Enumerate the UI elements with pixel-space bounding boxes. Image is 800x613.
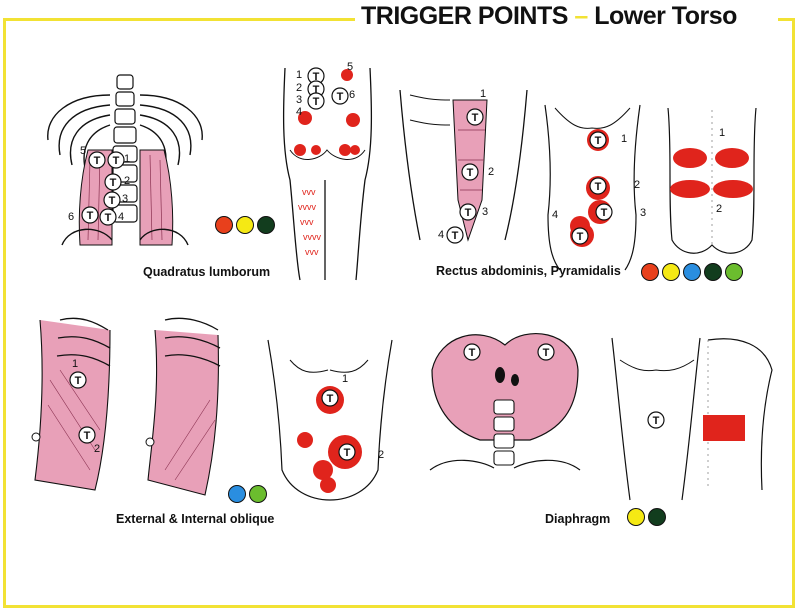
svg-text:1: 1: [719, 127, 725, 139]
svg-text:vvv: vvv: [300, 217, 314, 227]
oblique-color-dot-2: [249, 485, 267, 503]
rectus-color-dot-2: [662, 263, 680, 281]
rectus-muscle-illustration: 1 2 3 4: [399, 88, 528, 244]
svg-text:6: 6: [349, 89, 355, 101]
title-sub: Lower Torso: [594, 2, 737, 30]
svg-text:4: 4: [552, 209, 558, 221]
svg-text:vvvv: vvvv: [298, 202, 317, 212]
rectus-color-dots: [641, 263, 743, 281]
svg-text:5: 5: [347, 61, 353, 73]
rectus-color-dot-4: [704, 263, 722, 281]
caption-rectus-pyramidalis: Rectus abdominis, Pyramidalis: [436, 264, 621, 278]
svg-text:2: 2: [94, 443, 100, 455]
svg-text:2: 2: [716, 203, 722, 215]
rectus-color-dot-5: [725, 263, 743, 281]
svg-text:2: 2: [124, 175, 130, 187]
svg-text:1: 1: [480, 88, 486, 100]
quadratus-back-illustration: 5 1 2 3 6 4: [47, 74, 203, 246]
svg-text:4: 4: [296, 106, 302, 118]
svg-text:3: 3: [122, 193, 128, 205]
diaphragm-referred-pain-back: [703, 338, 773, 491]
rectus-color-dot-3: [683, 263, 701, 281]
rectus-referred-pain-front: 1 2 3 4: [544, 104, 646, 271]
svg-text:1: 1: [621, 133, 627, 145]
rectus-color-dot-1: [641, 263, 659, 281]
quadratus-color-dot-2: [236, 216, 254, 234]
internal-oblique-illustration: [145, 317, 221, 496]
svg-text:6: 6: [68, 211, 74, 223]
oblique-color-dot-1: [228, 485, 246, 503]
caption-diaphragm: Diaphragm: [545, 512, 611, 526]
header-rule-right: [778, 18, 795, 21]
rectus-referred-pain-back: 12: [667, 107, 757, 254]
diaphragm-referred-pain-front: [611, 337, 701, 501]
quadratus-color-dot-1: [215, 216, 233, 234]
oblique-color-dots: [228, 485, 267, 503]
svg-text:2: 2: [488, 166, 494, 178]
svg-text:2: 2: [296, 82, 302, 94]
caption-oblique: External & Internal oblique: [116, 512, 275, 526]
diaphragm-color-dot-2: [648, 508, 666, 526]
title-main: TRIGGER POINTS: [361, 2, 568, 30]
oblique-referred-pain-figure: 12: [267, 339, 393, 501]
page-frame: [3, 20, 795, 608]
page-title: TRIGGER POINTS – Lower Torso: [355, 2, 743, 36]
title-dash: –: [574, 2, 588, 30]
svg-text:1: 1: [124, 153, 130, 165]
external-oblique-illustration: 1 2: [31, 317, 111, 491]
svg-text:1: 1: [72, 358, 78, 370]
quadratus-color-dots: [215, 216, 275, 234]
svg-text:3: 3: [296, 94, 302, 106]
svg-text:1: 1: [342, 373, 348, 385]
svg-text:vvvv: vvvv: [303, 232, 322, 242]
header-rule-left: [3, 18, 355, 21]
svg-text:3: 3: [640, 207, 646, 219]
diaphragm-color-dot-1: [627, 508, 645, 526]
diaphragm-color-dots: [627, 508, 666, 526]
svg-text:3: 3: [482, 206, 488, 218]
svg-text:2: 2: [378, 449, 384, 461]
svg-text:vvv: vvv: [305, 247, 319, 257]
svg-text:1: 1: [296, 69, 302, 81]
diaphragm-illustration: [429, 332, 581, 471]
svg-text:4: 4: [118, 211, 124, 223]
svg-text:5: 5: [80, 145, 86, 157]
svg-text:4: 4: [438, 229, 444, 241]
quadratus-color-dot-3: [257, 216, 275, 234]
caption-quadratus-lumborum: Quadratus lumborum: [143, 265, 271, 279]
svg-text:vvv: vvv: [302, 187, 316, 197]
svg-text:2: 2: [634, 179, 640, 191]
